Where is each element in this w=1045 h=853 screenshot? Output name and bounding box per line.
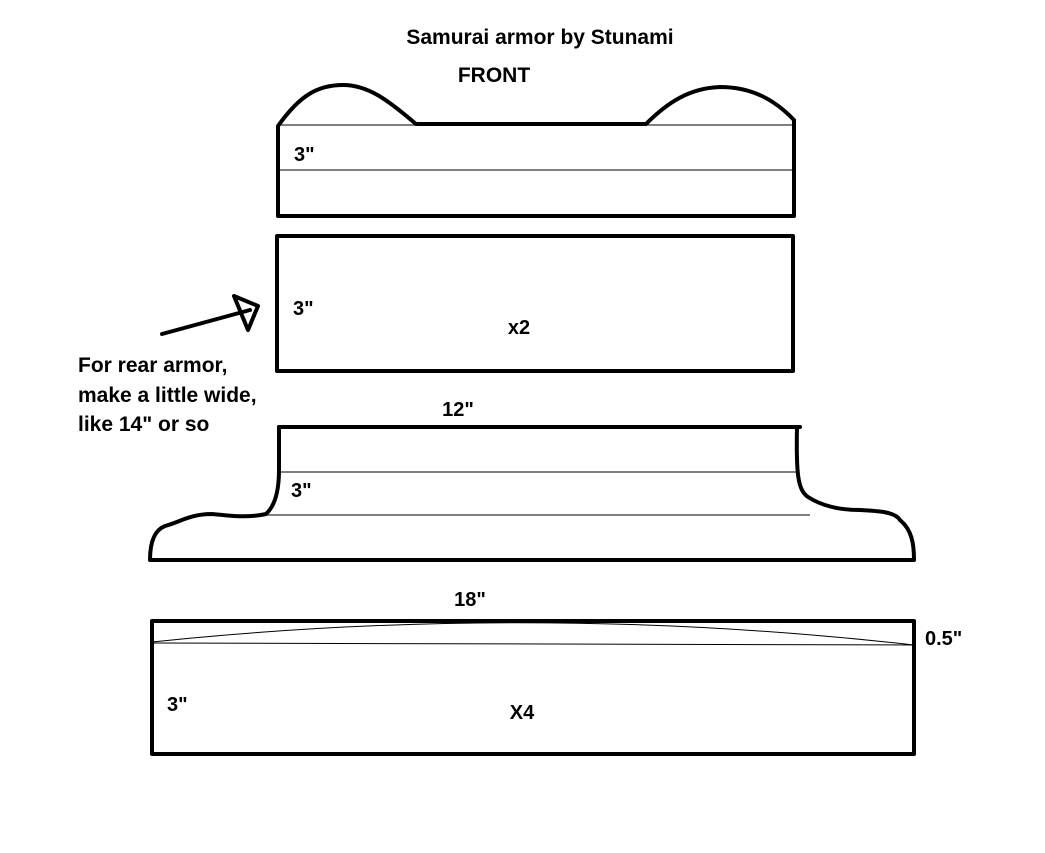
- lower-flared-piece: 12" 3": [148, 399, 916, 562]
- middle-piece-height-label: 3": [293, 298, 314, 320]
- bottom-piece-curve-label: 0.5": [925, 628, 962, 650]
- bottom-piece-curve: [151, 622, 915, 646]
- bottom-piece-outline: [150, 619, 916, 756]
- bottom-piece-width-label: 18": [454, 589, 486, 611]
- bottom-piece-count-label: X4: [510, 702, 535, 724]
- note-line-2: make a little wide,: [78, 384, 257, 407]
- bottom-piece-line: [151, 642, 915, 646]
- arrow-icon: [160, 294, 260, 336]
- middle-piece: 3" x2: [275, 234, 795, 373]
- lower-flared-piece-outline: [148, 425, 916, 562]
- diagram-title: Samurai armor by Stunami: [406, 26, 673, 49]
- top-piece-outline: [276, 83, 796, 218]
- lower-flared-piece-height-label: 3": [291, 480, 312, 502]
- note-line-1: For rear armor,: [78, 354, 227, 377]
- bottom-piece: 18" 0.5" 3" X4: [150, 589, 962, 756]
- middle-piece-count-label: x2: [508, 317, 530, 339]
- lower-flared-piece-width-label: 12": [442, 399, 474, 421]
- note-line-3: like 14" or so: [78, 413, 209, 436]
- rear-armor-note: For rear armor, make a little wide, like…: [78, 294, 260, 436]
- top-piece-height-label: 3": [294, 144, 315, 166]
- middle-piece-outline: [275, 234, 795, 373]
- top-piece: 3": [276, 83, 796, 218]
- bottom-piece-height-label: 3": [167, 694, 188, 716]
- diagram-subtitle: FRONT: [458, 64, 530, 87]
